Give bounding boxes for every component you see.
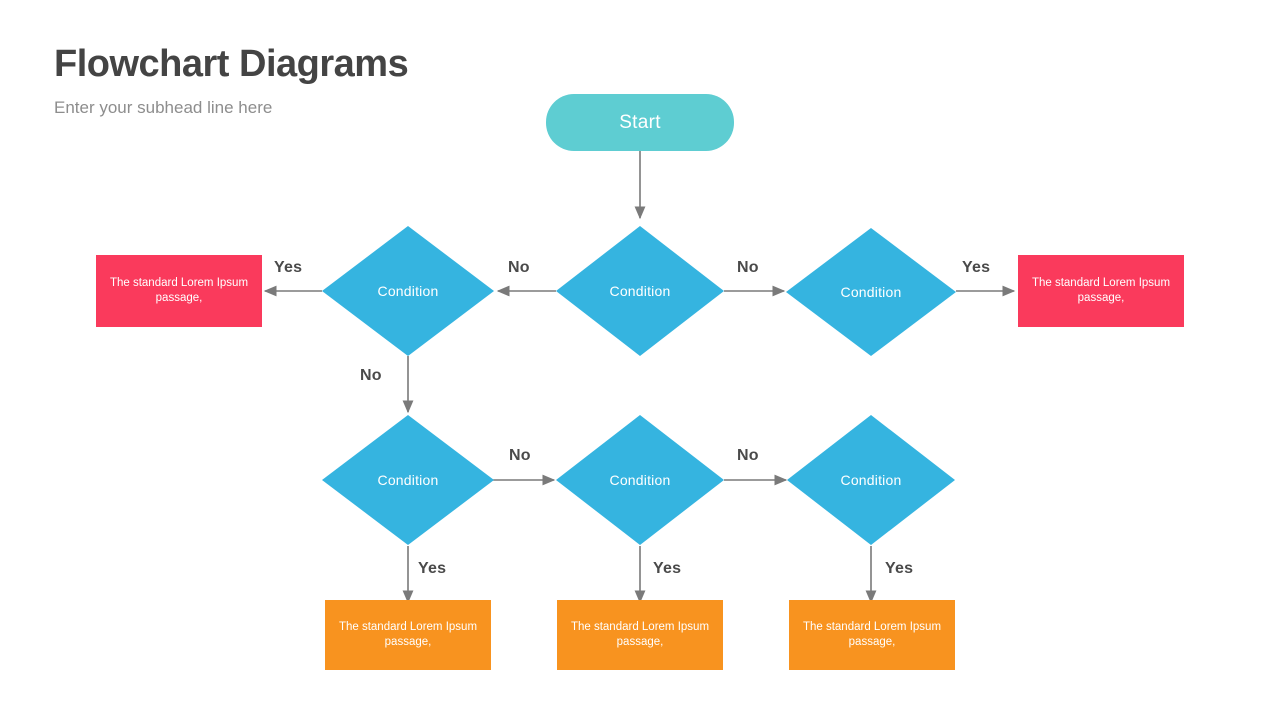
node-condition-bottom-left-label: Condition [377,472,439,488]
node-start-label: Start [619,111,661,133]
node-terminal-right-red-label: The standard Lorem Ipsum passage, [1031,277,1171,304]
diamond-shape-icon [556,415,724,545]
node-terminal-bottom-right-orange-label: The standard Lorem Ipsum passage, [802,621,942,648]
header: Flowchart Diagrams Enter your subhead li… [54,42,754,119]
edge-label-bottom-left-yes: Yes [418,560,447,577]
node-terminal-bottom-center-orange[interactable]: The standard Lorem Ipsum passage, [557,600,723,670]
edge-label-top-left-down-no: No [360,367,382,384]
node-condition-top-left-label: Condition [377,283,439,299]
page-title: Flowchart Diagrams [54,43,409,85]
node-condition-top-left[interactable]: Condition [322,226,494,356]
node-condition-top-center-label: Condition [609,283,671,299]
node-terminal-bottom-center-orange-label: The standard Lorem Ipsum passage, [570,621,710,648]
edge-label-top-center-to-left-no: No [508,259,530,276]
diamond-shape-icon [322,415,494,545]
diamond-shape-icon [787,415,955,545]
page-subhead: Enter your subhead line here [54,98,273,117]
node-terminal-left-red[interactable]: The standard Lorem Ipsum passage, [96,255,262,327]
node-condition-bottom-right[interactable]: Condition [787,415,955,545]
node-condition-bottom-right-label: Condition [840,472,902,488]
node-terminal-right-red[interactable]: The standard Lorem Ipsum passage, [1018,255,1184,327]
node-condition-top-right-label: Condition [840,284,902,300]
diamond-shape-icon [556,226,724,356]
node-terminal-bottom-left-orange-label: The standard Lorem Ipsum passage, [338,621,478,648]
diamond-shape-icon [322,226,494,356]
node-condition-bottom-center[interactable]: Condition [556,415,724,545]
edge-label-bottom-center-yes: Yes [653,560,682,577]
edge-label-bottom-right-yes: Yes [885,560,914,577]
node-condition-bottom-left[interactable]: Condition [322,415,494,545]
edge-label-top-center-to-right-no: No [737,259,759,276]
node-condition-top-center[interactable]: Condition [556,226,724,356]
node-condition-top-right[interactable]: Condition [786,228,956,356]
edge-label-bottom-left-to-center-no: No [509,447,531,464]
node-terminal-left-red-label: The standard Lorem Ipsum passage, [109,277,249,304]
edge-label-bottom-center-to-right-no: No [737,447,759,464]
node-start[interactable]: Start [546,94,734,151]
edge-label-top-right-yes: Yes [962,259,991,276]
diamond-shape-icon [786,228,956,356]
node-terminal-bottom-right-orange[interactable]: The standard Lorem Ipsum passage, [789,600,955,670]
node-condition-bottom-center-label: Condition [609,472,671,488]
edge-label-top-left-yes: Yes [274,259,303,276]
node-terminal-bottom-left-orange[interactable]: The standard Lorem Ipsum passage, [325,600,491,670]
